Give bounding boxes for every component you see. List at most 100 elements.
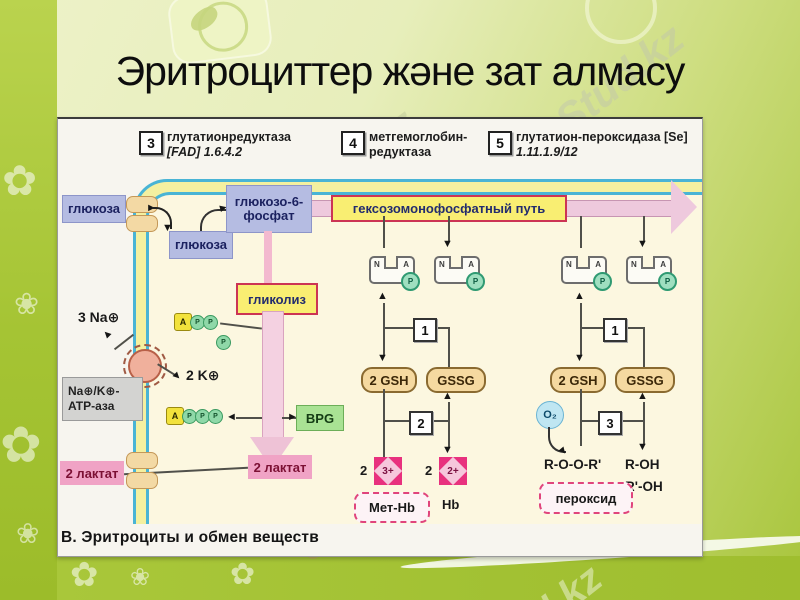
circle-decor-icon [585,0,657,44]
flower-icon: ❀ [130,564,151,591]
arrow-down-icon: ▼ [162,222,173,234]
legend-line: метгемоглобин- [369,130,468,144]
legend-number-5: 5 [488,131,512,155]
hb-label: Hb [442,497,460,512]
legend-number-4: 4 [341,131,365,155]
legend-item-glutathione-peroxidase: глутатион-пероксидаза [Se] 1.11.1.9/12 [516,130,688,160]
legend-line: глутатион-пероксидаза [Se] [516,130,688,144]
nadph-icon: N A P [369,256,420,291]
gssg-box: GSSG [615,367,675,393]
phosphate-dot: P [182,408,197,424]
connector-line [580,303,582,328]
connector-line [383,216,385,248]
arrow-left-icon: ◄ [226,411,237,423]
enzyme-box-3: 3 [598,411,622,435]
glucose-transporter-upper [126,196,158,213]
connector-line [448,329,450,367]
arrow-down-icon: ▼ [377,352,388,364]
atp-icon: A P P P [166,407,223,425]
fe2-coefficient: 2 [425,463,433,478]
connector-line [580,216,582,248]
connector-line [580,329,582,356]
connector-line [643,422,645,444]
g6p-glycolysis-connector [264,231,272,283]
adenine-tag: A [174,313,192,331]
lactate-inside-box: 2 лактат [248,455,312,479]
legend-item-methemoglobin-reductase: метгемоглобин- редуктаза [369,130,467,160]
connector-line [448,402,450,421]
glucose-entry-curve [152,207,172,229]
gsh-box: 2 GSH [361,367,417,393]
peroxide-bubble: пероксид [539,482,633,514]
nadp-letter-n: N [374,260,380,269]
enzyme-box-2: 2 [409,411,433,435]
legend-ec-number: 1.11.1.9/12 [516,145,578,159]
flower-icon: ✿ [230,558,256,591]
alcohol2-formula: R'-OH [625,479,663,494]
nadp-plus-icon: N A P [626,256,677,291]
lactate-transporter-lower [126,472,158,489]
adp-icon: A P P [174,313,218,331]
lactate-transporter-upper [126,452,158,469]
enzyme-box-1: 1 [603,318,627,342]
figure-caption: В. Эритроциты и обмен веществ [61,529,319,546]
glucose-inside-box: глюкоза [169,231,233,259]
glucose-6-phosphate-box: глюкозо-6- фосфат [226,185,312,233]
legend-ec-number: [FAD] 1.6.4.2 [167,145,243,159]
lactate-outside-box: 2 лактат [60,461,124,485]
legend-line: глутатионредуктаза [167,130,291,144]
fe3-charge: 3+ [382,465,394,477]
gssg-box: GSSG [426,367,486,393]
flower-icon: ✿ [70,556,99,594]
fe3-coefficient: 2 [360,463,368,478]
diagram-panel: 3 глутатионредуктаза [FAD] 1.6.4.2 4 мет… [57,117,703,557]
nadph-icon: N A P [561,256,612,291]
arrow-up-icon: ▲ [574,290,585,302]
arrow-down-icon: ▼ [442,238,453,250]
arrow-up-icon: ▲ [637,390,648,402]
nadp-letter-a: A [403,260,409,269]
bpg-box: BPG [296,405,344,431]
enzyme-box-1: 1 [413,318,437,342]
glucose-to-g6p-curve [200,209,226,231]
atp-line [236,417,262,419]
arrow-down-icon: ▼ [442,444,453,456]
connector-line [383,422,385,457]
nadp-letter-n: N [631,260,637,269]
left-decor-strip [0,0,57,600]
g6p-line2: фосфат [243,208,295,223]
connector-line [383,389,385,421]
connector-line [643,216,645,242]
oxygen-molecule: O₂ [536,401,564,429]
nadp-letter-a: A [595,260,601,269]
alcohol1-formula: R-OH [625,457,660,472]
connector-line [643,329,645,367]
flower-icon: ✿ [2,157,38,204]
nadp-letter-n: N [439,260,445,269]
slide-title: Эритроциттер және зат алмасу [115,48,686,94]
connector-line [383,303,385,328]
connector-line [448,216,450,242]
peroxide-formula: R-O-O-R' [544,457,602,472]
glycolysis-arrow-body [262,311,284,441]
flower-icon: ✿ [0,417,42,473]
flower-icon: ❀ [14,288,40,321]
nadp-plus-icon: N A P [434,256,485,291]
nadp-letter-n: N [566,260,572,269]
connector-line [383,329,385,356]
potassium-in-label: 2 K⊕ [186,367,220,383]
connector-line [580,389,582,421]
na-k-atpase-label: Na⊕/K⊕- ATP-аза [62,377,143,421]
connector-line [580,422,582,446]
arrow-right-icon: ► [287,411,298,423]
phosphate-dot: P [203,314,218,330]
pump-label-line2: ATP-аза [68,399,115,413]
pump-label-line1: Na⊕/K⊕- [68,384,120,398]
glycolysis-box: гликолиз [236,283,318,315]
arrow-down-icon: ▼ [637,238,648,250]
g6p-line1: глюкозо-6- [234,193,304,209]
phosphate-dot: P [208,408,223,424]
flower-icon: ❀ [16,518,40,549]
nadp-phosphate: P [401,272,420,291]
